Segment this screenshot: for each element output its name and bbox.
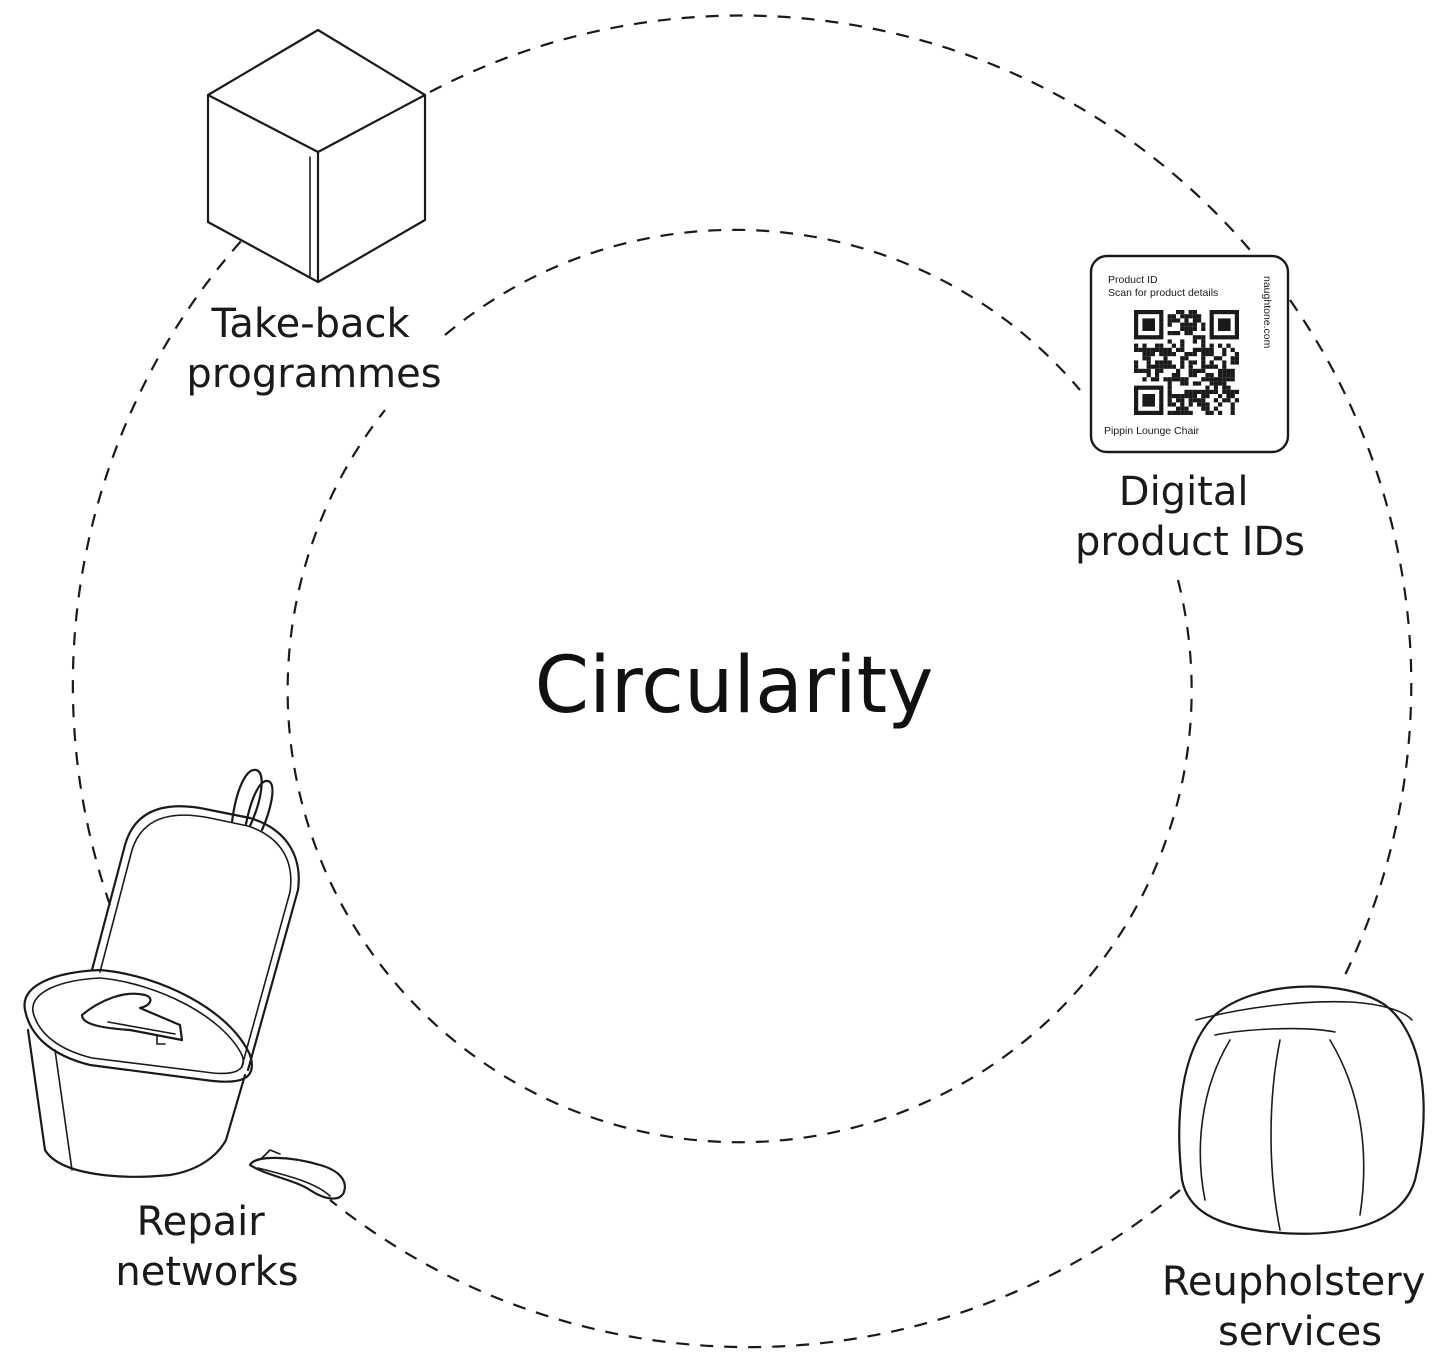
qr-code (1134, 310, 1239, 415)
center-title: Circularity (535, 641, 934, 731)
lounge-chair-icon (23, 768, 346, 1200)
tag-side-text: naughtone.com (1261, 276, 1273, 349)
take-back-label: Take-back programmes (186, 301, 441, 397)
inner-ring (286, 228, 1193, 1144)
outer-ring (71, 14, 1413, 1349)
tag-footer: Pippin Lounge Chair (1104, 425, 1200, 437)
repair-label: Repair networks (115, 1199, 298, 1295)
cube-icon (206, 28, 427, 284)
digital-ids-label: Digital product IDs (1075, 469, 1305, 565)
reupholstery-label: Reupholstery services (1162, 1259, 1437, 1355)
pouf-icon (1178, 985, 1425, 1235)
qr-tag-icon: Product ID Scan for product details naug… (1089, 254, 1290, 454)
tag-subheading: Scan for product details (1108, 287, 1218, 299)
tag-heading: Product ID (1108, 274, 1158, 286)
